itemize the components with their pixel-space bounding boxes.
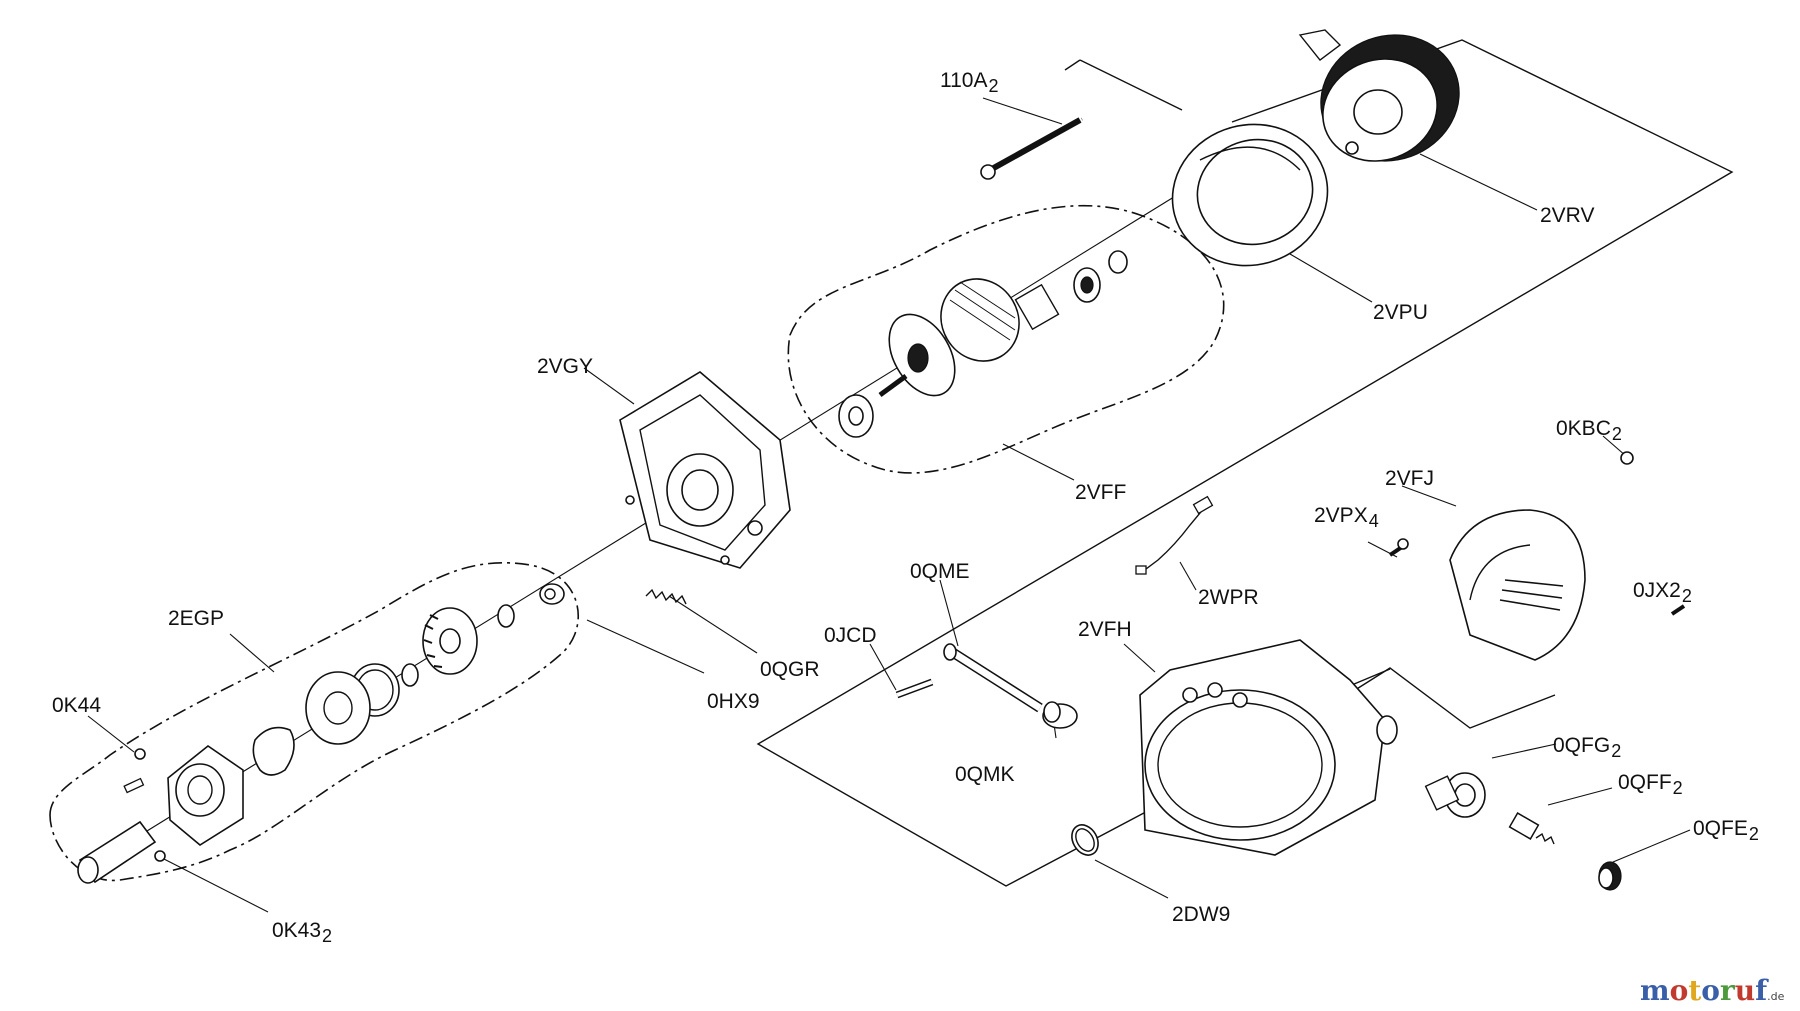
part-label-0K44[interactable]: 0K44 — [52, 694, 102, 717]
part-label-0HX9[interactable]: 0HX9 — [707, 690, 760, 713]
armature-2VFF-icon — [838, 250, 1128, 438]
spring-0QGR-icon — [645, 588, 687, 605]
leader-lines — [87, 97, 1691, 913]
part-label-0KBC[interactable]: 0KBC2 — [1556, 417, 1622, 444]
armature-group-outline — [787, 204, 1225, 474]
part-label-0QME[interactable]: 0QME — [910, 560, 970, 583]
part-label-2VFJ[interactable]: 2VFJ — [1385, 467, 1435, 490]
main-housing-2VFH-icon — [1139, 639, 1398, 856]
sleeve-0HX9-icon — [539, 583, 565, 605]
part-label-0JX2[interactable]: 0JX22 — [1633, 579, 1692, 606]
end-cap-2VRV-icon — [1298, 29, 1460, 162]
part-label-0QGR[interactable]: 0QGR — [760, 658, 820, 681]
part-label-2EGP[interactable]: 2EGP — [168, 607, 225, 630]
watermark-letter: u — [1734, 974, 1756, 1007]
part-label-2VGY[interactable]: 2VGY — [537, 355, 594, 378]
cap-0QFE-icon — [1598, 861, 1622, 891]
part-label-2VRV[interactable]: 2VRV — [1540, 204, 1595, 227]
wire-2WPR-icon — [1135, 495, 1214, 575]
ring-2DW9-icon — [1071, 824, 1099, 856]
part-label-2WPR[interactable]: 2WPR — [1198, 586, 1259, 609]
housing-2VGY-icon — [619, 371, 791, 569]
group-outlines — [49, 204, 1225, 882]
gear-group-outline — [49, 561, 580, 882]
part-label-0JCD[interactable]: 0JCD — [824, 624, 877, 647]
part-label-0K43[interactable]: 0K432 — [272, 919, 333, 946]
gear-assembly-2EGP-icon — [77, 604, 515, 884]
pin-0JCD-icon — [895, 678, 934, 699]
motoruf-watermark-logo: motoruf.de — [1640, 974, 1784, 1007]
part-label-2VPU[interactable]: 2VPU — [1373, 301, 1428, 324]
watermark-letter: r — [1719, 974, 1735, 1007]
part-label-0QFG[interactable]: 0QFG2 — [1553, 734, 1622, 761]
watermark-letter: o — [1669, 974, 1689, 1007]
part-label-0QFF[interactable]: 0QFF2 — [1618, 771, 1683, 798]
watermark-letter: o — [1701, 974, 1720, 1007]
shroud-2VPU-icon — [1171, 123, 1329, 267]
watermark-letter: m — [1640, 974, 1670, 1007]
part-label-2VFF[interactable]: 2VFF — [1075, 481, 1127, 504]
part-label-0QFE[interactable]: 0QFE2 — [1693, 817, 1759, 844]
watermark-tld: .de — [1767, 990, 1785, 1003]
watermark-letter: t — [1688, 974, 1702, 1007]
rod-0QME-icon — [943, 643, 1078, 729]
brush-0QFF-icon — [1508, 812, 1555, 845]
bolt-110A-icon — [980, 117, 1083, 180]
watermark-letter: f — [1755, 974, 1768, 1007]
part-label-0QMK[interactable]: 0QMK — [955, 763, 1015, 786]
plug-0QFG-icon — [1424, 772, 1486, 818]
part-label-2VPX[interactable]: 2VPX4 — [1314, 504, 1379, 531]
part-label-2DW9[interactable]: 2DW9 — [1172, 903, 1231, 926]
cover-2VFJ-icon — [1388, 451, 1686, 661]
part-label-2VFH[interactable]: 2VFH — [1078, 618, 1132, 641]
part-label-110A[interactable]: 110A2 — [940, 69, 999, 96]
